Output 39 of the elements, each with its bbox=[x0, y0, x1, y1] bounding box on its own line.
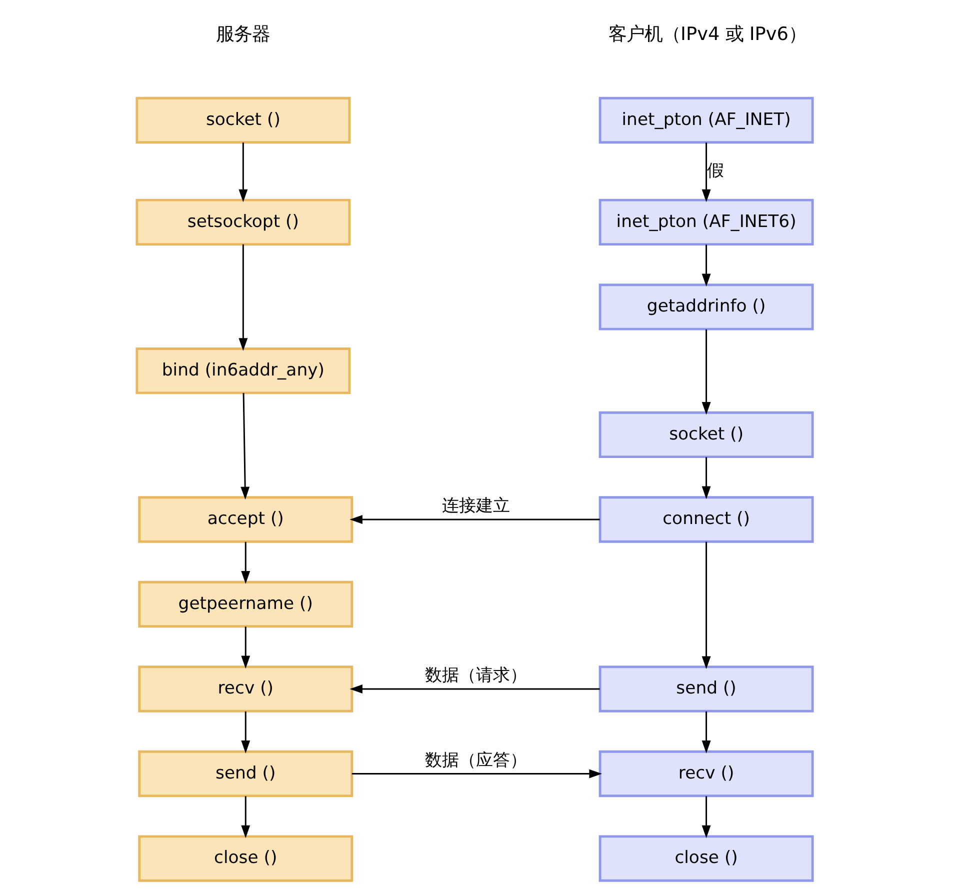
node-box: send () bbox=[138, 750, 353, 798]
arrow bbox=[701, 142, 710, 202]
edge-label: 连接建立 bbox=[441, 496, 510, 516]
edge-label: 假 bbox=[706, 160, 724, 181]
arrow bbox=[701, 796, 710, 838]
node-box: recv () bbox=[598, 750, 814, 798]
node-box: inet_pton (AF_INET6) bbox=[598, 198, 814, 246]
label: 服务器 bbox=[216, 24, 270, 45]
arrow bbox=[238, 244, 248, 351]
arrow bbox=[701, 329, 710, 415]
node-box: accept () bbox=[138, 496, 353, 543]
arrow bbox=[349, 684, 600, 694]
node-box: inet_pton (AF_INET) bbox=[598, 96, 814, 144]
arrow bbox=[701, 244, 710, 287]
node-box: socket () bbox=[135, 96, 350, 144]
arrow bbox=[240, 796, 250, 838]
node-box: connect () bbox=[598, 496, 814, 543]
edge-label: 数据（应答） bbox=[424, 750, 526, 770]
node-box: setsockopt () bbox=[135, 198, 350, 246]
label: 客户机（IPv4 或 IPv6） bbox=[608, 24, 806, 45]
arrow bbox=[701, 711, 710, 754]
arrow bbox=[701, 542, 710, 670]
node-box: close () bbox=[138, 835, 353, 882]
node-box: getpeername () bbox=[138, 580, 353, 628]
node-box: send () bbox=[598, 666, 814, 712]
arrow bbox=[351, 769, 602, 778]
node-box: recv () bbox=[138, 666, 353, 712]
arrow bbox=[240, 711, 250, 754]
edge-label: 数据（请求） bbox=[424, 666, 526, 686]
arrow bbox=[349, 515, 600, 524]
node-box: bind (in6addr_any) bbox=[135, 348, 350, 394]
node-box: getaddrinfo () bbox=[598, 284, 814, 330]
arrow bbox=[238, 142, 248, 202]
node-box: close () bbox=[598, 835, 814, 882]
arrow bbox=[240, 626, 250, 669]
arrow bbox=[240, 542, 250, 584]
arrow bbox=[701, 457, 710, 500]
arrow bbox=[240, 393, 250, 500]
node-box: socket () bbox=[598, 411, 814, 458]
